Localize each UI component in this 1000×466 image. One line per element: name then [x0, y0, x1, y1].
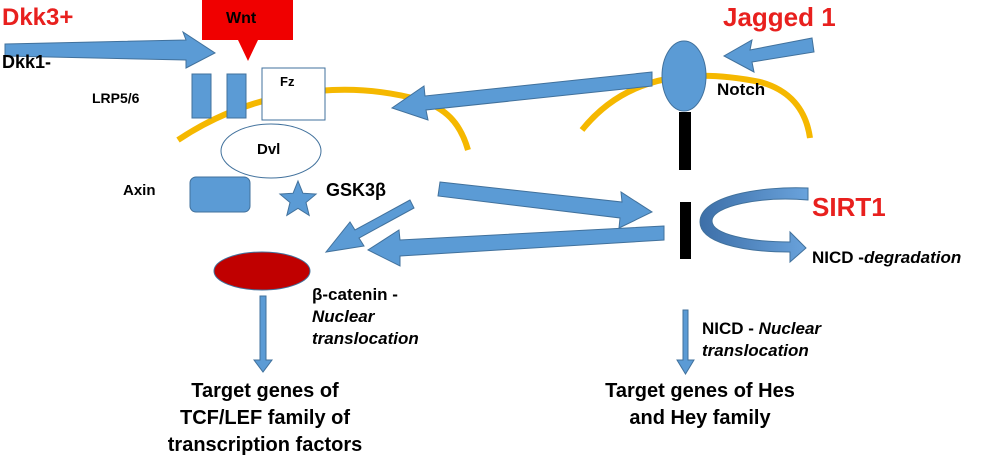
tcf-target-genes-label: Target genes of TCF/LEF family of transc… — [167, 380, 363, 456]
arrow-gsk-to-nicd — [437, 181, 654, 229]
notch-receptor-stalk — [679, 112, 691, 170]
arrow-dkk-to-lrp — [4, 30, 216, 69]
nicd-nuclear-label: NICD - Nuclear translocation — [702, 319, 822, 360]
notch-receptor-head — [661, 40, 707, 112]
axin-label: Axin — [123, 182, 156, 199]
hes-target-genes-label: Target genes of Hes and Hey family — [605, 380, 795, 429]
arrow-jagged-to-notch — [722, 37, 815, 73]
gsk3-star — [278, 179, 318, 217]
right-cell-membrane — [579, 72, 813, 139]
beta-catenin-ellipse — [213, 251, 311, 291]
lrp-label: LRP5/6 — [92, 90, 140, 106]
arrow-bcatenin-to-tcf — [253, 295, 273, 373]
frizzled-receptor — [261, 67, 326, 121]
arrow-nicd-to-hes — [676, 309, 695, 375]
dvl-label: Dvl — [257, 141, 281, 158]
nicd-fragment — [680, 202, 691, 259]
axin-shape — [189, 176, 251, 213]
jagged-label: Jagged 1 — [723, 2, 836, 32]
dkk3-label: Dkk3+ — [2, 4, 74, 31]
dvl-ellipse — [220, 123, 322, 179]
dkk1-label: Dkk1- — [2, 52, 52, 72]
lrp-receptor-bar-2 — [226, 73, 247, 119]
fz-label: Fz — [280, 74, 295, 89]
nicd-degradation-label: NICD -degradation — [812, 248, 962, 267]
lrp-receptor-bar-1 — [191, 73, 212, 119]
gsk3-label: GSK3β — [326, 180, 387, 200]
sirt1-curved-arrow — [699, 187, 809, 264]
sirt1-label: SIRT1 — [812, 192, 886, 222]
wnt-ligand-shape — [202, 0, 293, 61]
notch-label: Notch — [717, 80, 766, 99]
wnt-label: Wnt — [226, 10, 257, 27]
arrow-gsk-to-bcatenin — [324, 199, 415, 253]
arrow-notch-to-fz — [390, 71, 653, 121]
arrow-nicd-to-bcatenin — [366, 225, 665, 267]
beta-catenin-label: β-catenin - Nuclear translocation — [312, 285, 419, 348]
